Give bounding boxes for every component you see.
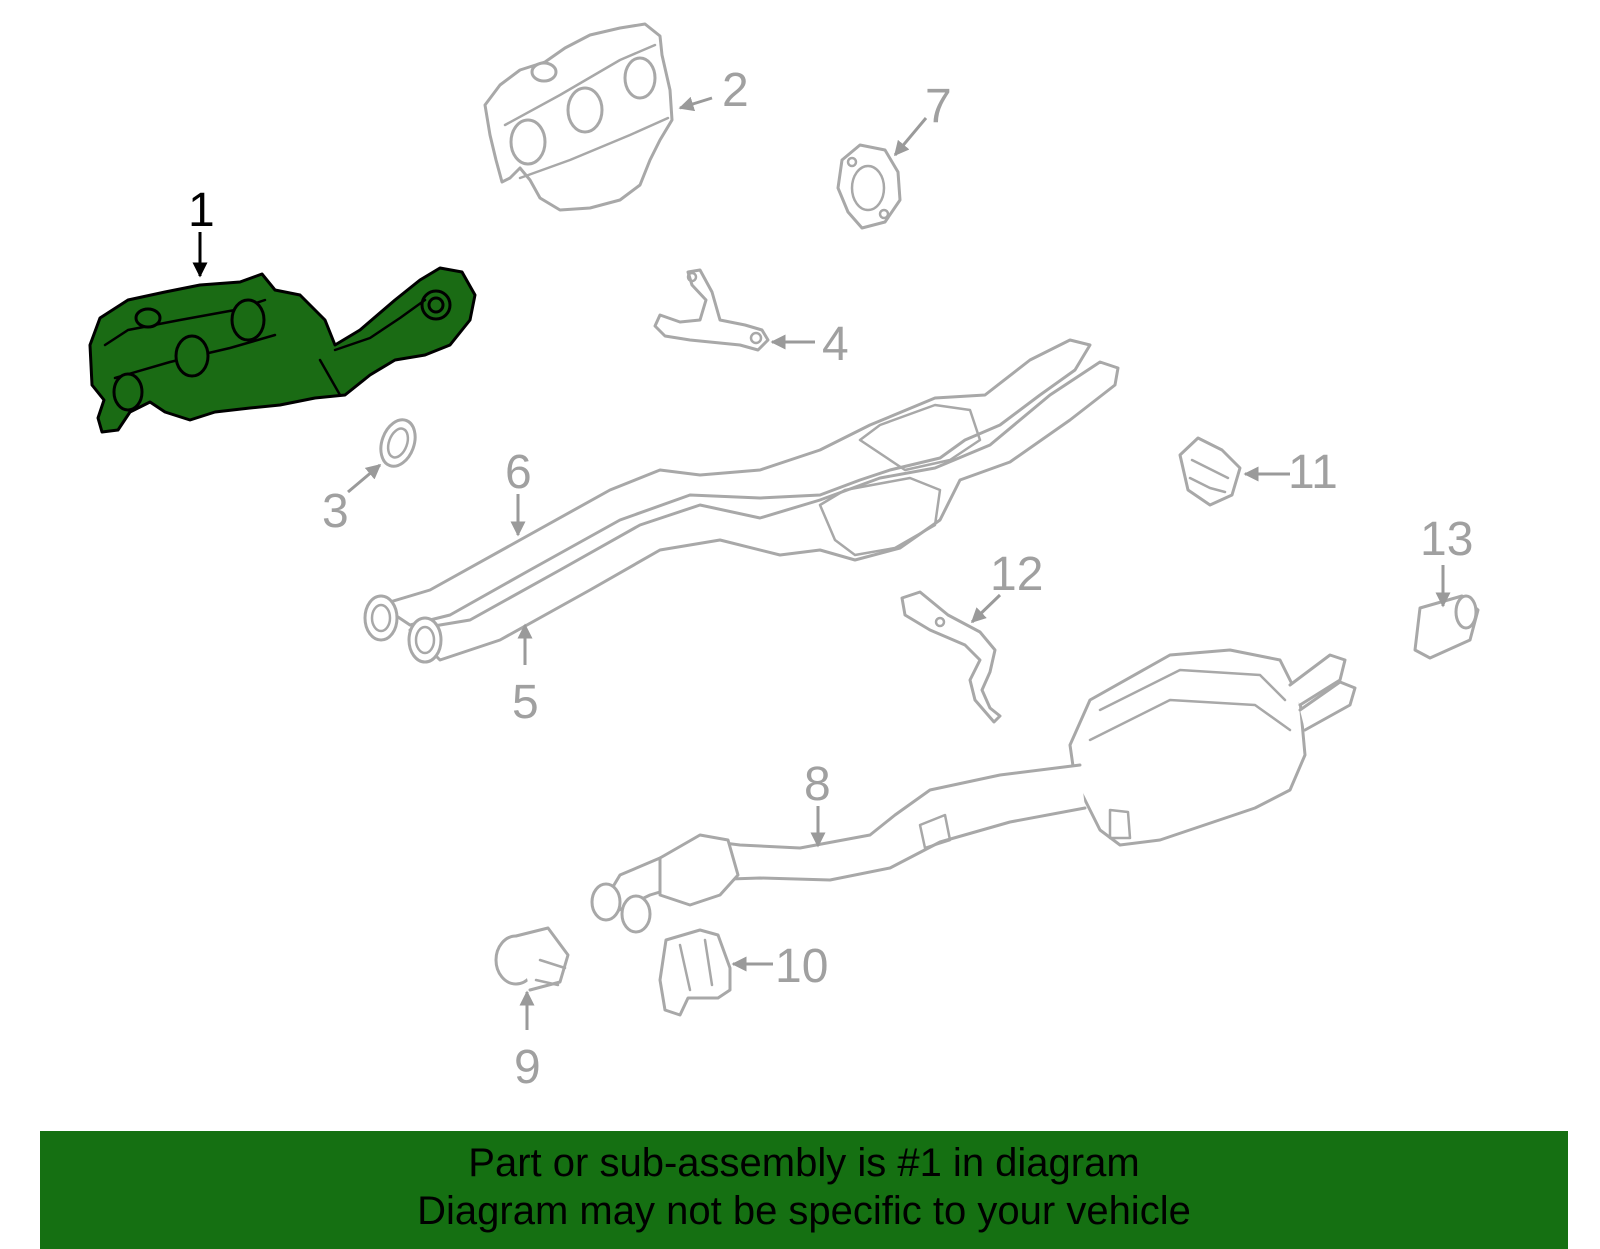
callout-10: 10 <box>775 940 828 993</box>
info-banner: Part or sub-assembly is #1 in diagram Di… <box>40 1131 1568 1249</box>
callout-6: 6 <box>505 446 532 499</box>
part-8-rear-muffler[interactable] <box>590 648 1357 934</box>
part-11-rubber-mount[interactable] <box>1178 436 1242 507</box>
callout-12: 12 <box>990 548 1043 601</box>
leader-7 <box>893 117 928 157</box>
callout-13: 13 <box>1420 513 1473 566</box>
part-1-exhaust-manifold[interactable] <box>88 266 477 434</box>
banner-line-1: Part or sub-assembly is #1 in diagram <box>468 1141 1140 1185</box>
part-7-flange-gasket[interactable] <box>836 143 902 230</box>
callout-9: 9 <box>514 1041 541 1094</box>
part-3-gasket-ring[interactable] <box>375 415 421 471</box>
part-12-bracket-strap[interactable] <box>900 590 1002 724</box>
part-4-bracket[interactable] <box>653 268 770 352</box>
callout-11: 11 <box>1288 446 1338 499</box>
callout-7: 7 <box>925 80 952 133</box>
part-2-manifold[interactable] <box>483 22 674 212</box>
callout-1: 1 <box>188 184 215 237</box>
part-13-tailpipe-tip[interactable] <box>1413 594 1480 660</box>
part-10-hanger-bracket[interactable] <box>658 928 732 1017</box>
callout-4: 4 <box>822 318 849 371</box>
banner-line-2: Diagram may not be specific to your vehi… <box>417 1189 1191 1233</box>
part-9-clamp[interactable] <box>494 926 570 992</box>
leader-2 <box>678 96 713 112</box>
leader-12 <box>970 593 1002 624</box>
callout-5: 5 <box>512 676 539 729</box>
callout-2: 2 <box>722 64 749 117</box>
callout-3: 3 <box>322 485 349 538</box>
callout-8: 8 <box>804 758 831 811</box>
part-5-6-front-pipes[interactable] <box>363 338 1120 664</box>
leader-3 <box>347 463 382 494</box>
